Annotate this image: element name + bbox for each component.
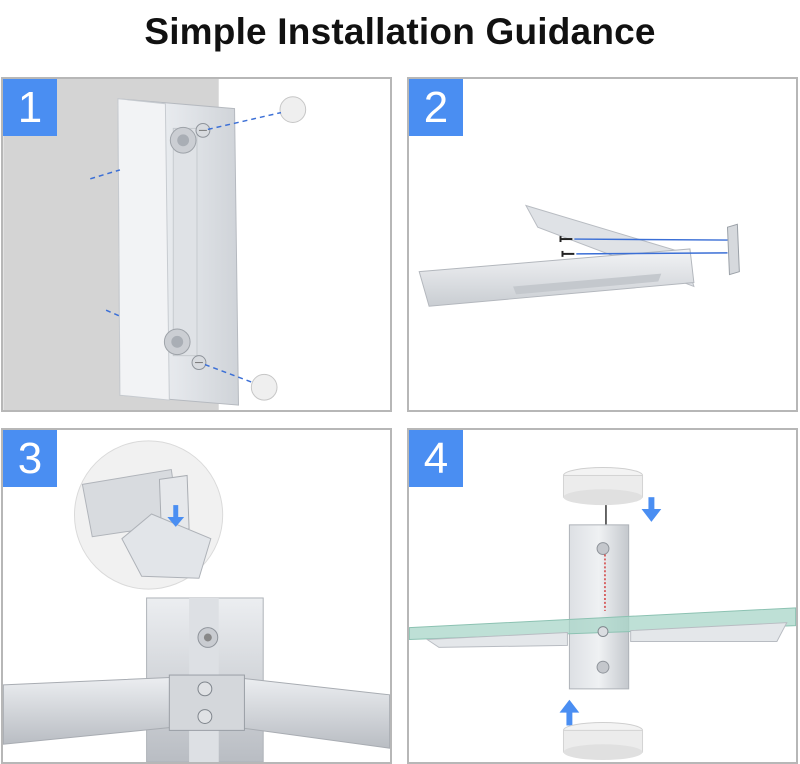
step-3-illustration	[3, 440, 390, 762]
arrow-up-icon	[559, 699, 580, 726]
step-1-badge: 1	[3, 79, 57, 136]
step-2-illustration	[418, 204, 740, 307]
screw-icon	[197, 681, 213, 724]
screw-icon	[561, 250, 575, 257]
step-3-badge: 3	[3, 430, 57, 487]
screw-icon	[191, 355, 207, 370]
screw-icon	[195, 122, 211, 138]
glass-shelf	[409, 607, 796, 640]
arrow-down-icon	[167, 505, 185, 527]
step-2-panel: 2	[407, 77, 798, 412]
step-4-illustration	[409, 467, 796, 761]
step-3-panel: 3	[1, 428, 392, 764]
step-4-badge: 4	[409, 430, 463, 487]
wall-anchor-icon	[163, 328, 191, 356]
screw-icon	[559, 236, 573, 243]
step-4-panel: 4	[407, 428, 798, 764]
front-shelf-arm	[418, 248, 695, 307]
page-title: Simple Installation Guidance	[144, 11, 656, 52]
screw-cap-top	[279, 96, 307, 123]
mounting-clip	[726, 223, 740, 276]
left-shelf-arm	[425, 632, 568, 648]
step-2-badge: 2	[409, 79, 463, 136]
arrow-down-icon	[641, 497, 662, 522]
screw-cap-bottom	[250, 373, 278, 401]
screw-icon	[597, 626, 609, 638]
step-1-illustration	[3, 79, 307, 410]
step-1-panel: 1	[1, 77, 392, 412]
wall-anchor-icon	[169, 126, 197, 154]
right-shelf-arm	[630, 622, 788, 642]
